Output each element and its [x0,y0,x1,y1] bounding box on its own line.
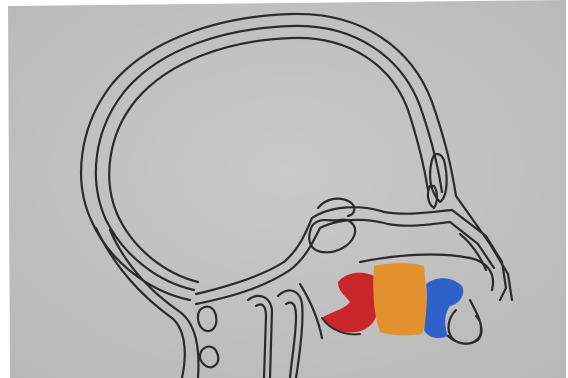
region-orange [373,263,427,335]
paper-background [8,0,566,378]
